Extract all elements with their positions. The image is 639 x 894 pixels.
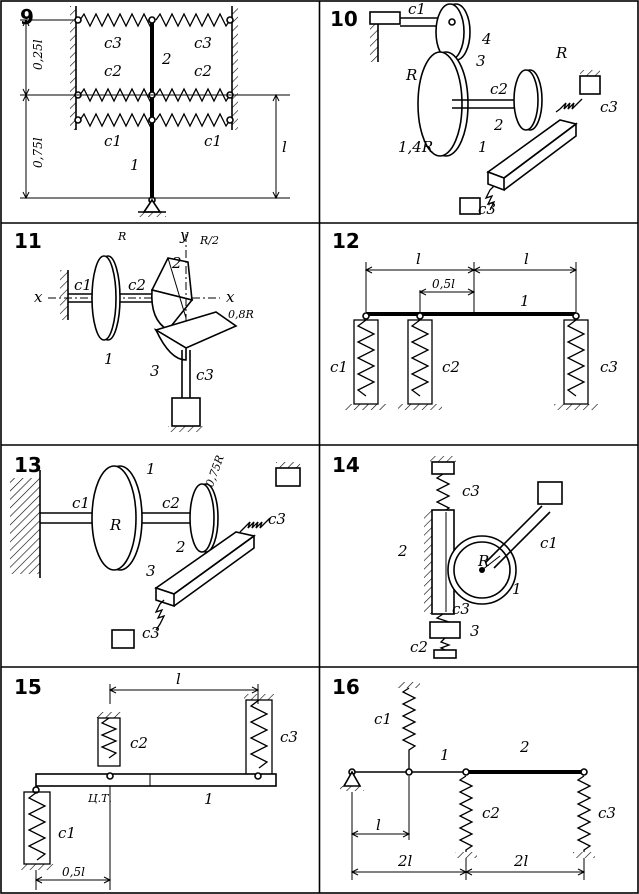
diagram-label: c1: [408, 0, 426, 18]
diagram-label: x: [226, 288, 235, 306]
diagram-label: c2: [162, 494, 180, 512]
diagram-label: c1: [204, 132, 222, 150]
diagram-label: c1: [74, 276, 92, 294]
diagram-label: c2: [194, 62, 212, 80]
wall-left: [70, 6, 76, 130]
diagram-label: c3: [600, 98, 618, 116]
diagram-label: 1: [146, 460, 156, 478]
diagram-label: 13: [14, 453, 42, 477]
diagram-label: 1: [520, 292, 530, 310]
diagram-label: c3: [268, 510, 286, 528]
diagram-label: R: [477, 552, 489, 570]
diagram-label: c1: [104, 132, 122, 150]
diagram-label: Ц.Т.: [88, 792, 112, 805]
diagram-label: 1: [512, 580, 522, 598]
diagram-label: 3: [476, 52, 486, 70]
beam-1: [35, 773, 277, 787]
diagram-label: 2: [161, 50, 172, 68]
diagram-label: 3: [146, 562, 156, 580]
diagram-label: 1: [104, 350, 114, 368]
diagram-label: 2: [175, 538, 186, 556]
diagram-label: c2: [490, 80, 508, 98]
panel-number: 9: [20, 5, 34, 29]
diagram-label: c1: [374, 710, 392, 728]
diagram-label: 2: [493, 116, 504, 134]
diagram-label: c3: [194, 34, 212, 52]
diagram-label: R: [405, 66, 417, 84]
diagram-label: 10: [330, 7, 358, 31]
diagram-label: 15: [14, 675, 42, 699]
panel-13: 13 c1 c2 1 R 0,75R 2 3 c3 c3: [10, 453, 301, 649]
panel-16: 16 c1 1 2 c2 c3 l 2l 2l: [332, 675, 616, 880]
diagram-label: 1: [204, 790, 214, 808]
diagram-label: c3: [280, 728, 298, 746]
diagram-label: c3: [142, 624, 160, 642]
wall-right: [232, 6, 238, 130]
dim-l: l: [282, 138, 287, 156]
diagram-label: c1: [72, 494, 90, 512]
diagram-label: l: [416, 250, 421, 268]
diagram-label: y: [179, 226, 189, 244]
diagram-label: c3: [452, 600, 470, 618]
diagram-label: 12: [332, 229, 360, 253]
dim-025l: 0,25l: [31, 39, 45, 70]
diagram-label: c2: [442, 358, 460, 376]
diagram-label: l: [176, 670, 181, 688]
diagram-label: 1: [440, 746, 450, 764]
diagram-label: R: [117, 230, 126, 243]
diagram-label: 2: [397, 542, 408, 560]
panel-10: 10 c1 4 3 R 1,4R c2 R 2 1 c3: [330, 0, 618, 218]
diagram-label: 1,4R: [398, 138, 433, 156]
diagram-label: l: [524, 250, 529, 268]
diagram-label: R: [555, 44, 567, 62]
diagram-label: c2: [130, 734, 148, 752]
diagram-label: 2: [519, 738, 530, 756]
dim-075l: 0,75l: [31, 137, 45, 168]
diagram-label: c3: [478, 200, 496, 218]
diagram-label: c2: [128, 276, 146, 294]
diagram-label: 2l: [397, 852, 413, 870]
panel-15: 15 l c2 c3 Ц.Т. 1 c1 0,5l: [14, 670, 298, 890]
diagram-label: 1: [130, 156, 140, 174]
diagram-label: l: [376, 816, 381, 834]
diagram-label: 0,75R: [203, 454, 226, 489]
diagram-label: 16: [332, 675, 360, 699]
diagram-label: 11: [14, 229, 42, 253]
diagram-label: c3: [104, 34, 122, 52]
diagram-label: c2: [104, 62, 122, 80]
diagram-label: c3: [196, 366, 214, 384]
diagram-label: c3: [598, 804, 616, 822]
diagram-label: c1: [330, 358, 348, 376]
diagram-label: c1: [58, 824, 76, 842]
diagram-label: 3: [150, 362, 160, 380]
diagram-label: c2: [410, 638, 428, 656]
diagram-label: 0,5l: [432, 277, 455, 291]
diagram-label: 0,8R: [228, 308, 254, 321]
diagram-label: 1: [478, 138, 488, 156]
diagram-label: 2: [171, 254, 182, 272]
diagram-label: x: [34, 288, 43, 306]
diagram-label: c2: [482, 804, 500, 822]
diagram-label: 4: [481, 30, 492, 48]
panel-14: 14 c3 2 R 1 c1 c3 3 c2: [332, 453, 563, 659]
panel-12: 12 l l 0,5l 1 c1 c2 c3: [330, 229, 618, 410]
mass-3: [429, 621, 461, 639]
diagram-label: 3: [470, 622, 480, 640]
diagram-label: 2l: [513, 852, 529, 870]
panel-11: 11 x x c1 c2 R 1 2 y R/2 0,8R 3 c3: [14, 226, 254, 432]
panel-9: 9 0,25l 0,75l l: [20, 5, 290, 217]
diagram-label: R/2: [199, 234, 219, 247]
diagram-label: 14: [332, 453, 360, 477]
diagram-label: c3: [600, 358, 618, 376]
diagram-label: R: [109, 516, 121, 534]
diagram-label: 0,5l: [62, 865, 85, 879]
diagram-label: c1: [540, 534, 558, 552]
diagram-label: c3: [462, 482, 480, 500]
